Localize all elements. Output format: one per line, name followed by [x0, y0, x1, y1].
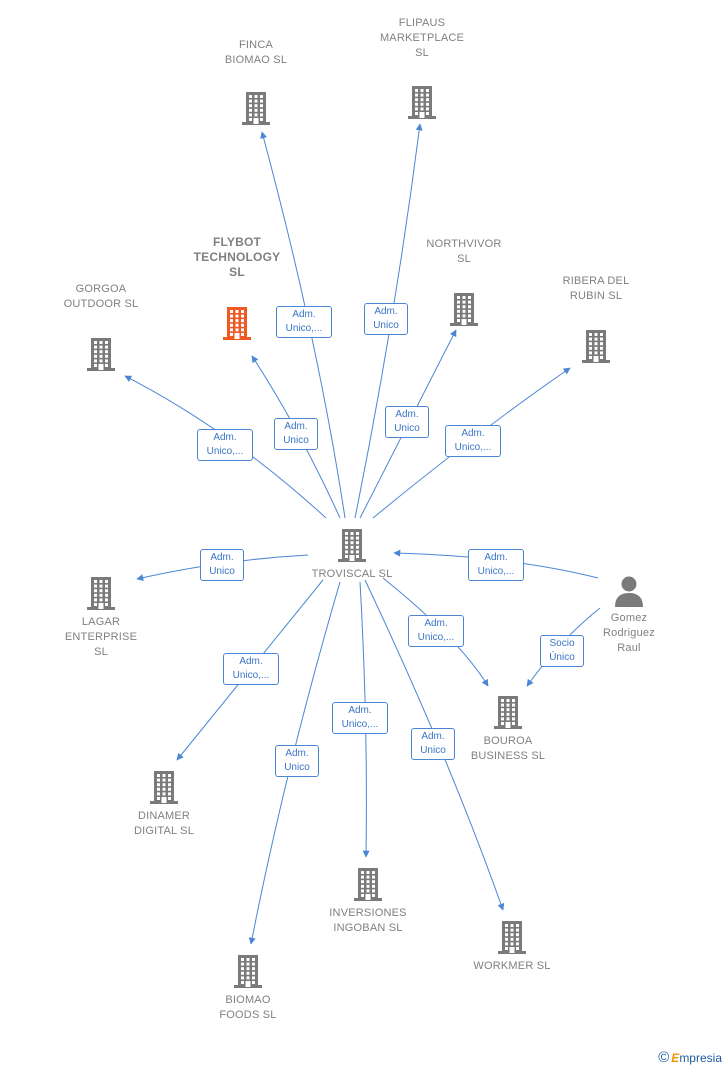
edge-label-troviscal-biomao[interactable]: Adm. Unico: [275, 745, 319, 777]
node-label: RIBERA DEL RUBIN SL: [562, 275, 630, 302]
edge-label-troviscal-northvivor[interactable]: Adm. Unico: [385, 406, 429, 438]
brand-name: mpresia: [679, 1051, 722, 1065]
company-node-northvivor[interactable]: NORTHVIVOR SL: [426, 238, 501, 327]
edge-label-troviscal-lagar[interactable]: Adm. Unico: [200, 549, 244, 581]
company-node-bouroa[interactable]: BOUROA BUSINESS SL: [471, 694, 545, 762]
building-icon: [450, 293, 478, 326]
edge-label-troviscal-inversiones[interactable]: Adm. Unico,...: [332, 702, 388, 734]
edge-label-gomez-bouroa[interactable]: Socio Único: [540, 635, 584, 667]
node-label: INVERSIONES INGOBAN SL: [329, 907, 407, 934]
building-icon: [223, 307, 251, 340]
building-icon: [498, 921, 526, 954]
company-node-ribera[interactable]: RIBERA DEL RUBIN SL: [563, 275, 629, 364]
building-icon: [338, 529, 366, 562]
building-icon: [234, 955, 262, 988]
node-label: BIOMAO FOODS SL: [219, 994, 277, 1021]
edge-label-troviscal-gorgoa[interactable]: Adm. Unico,...: [197, 429, 253, 461]
company-node-troviscal[interactable]: TROVISCAL SL: [312, 527, 392, 580]
edge-label-troviscal-bouroa[interactable]: Adm. Unico,...: [408, 615, 464, 647]
node-label: Gomez Rodriguez Raul: [603, 612, 655, 654]
company-node-biomao[interactable]: BIOMAO FOODS SL: [219, 953, 276, 1021]
company-node-inversiones[interactable]: INVERSIONES INGOBAN SL: [329, 866, 406, 934]
company-node-gorgoa[interactable]: GORGOA OUTDOOR SL: [64, 283, 138, 372]
company-node-flipaus[interactable]: FLIPAUS MARKETPLACE SL: [380, 17, 464, 120]
edge-label-troviscal-flipaus[interactable]: Adm. Unico: [364, 303, 408, 335]
node-label: NORTHVIVOR SL: [426, 238, 502, 265]
node-label: FLYBOT TECHNOLOGY SL: [193, 235, 281, 279]
building-icon: [87, 577, 115, 610]
node-label: DINAMER DIGITAL SL: [133, 810, 195, 837]
edge-label-troviscal-flybot[interactable]: Adm. Unico: [274, 418, 318, 450]
company-node-lagar[interactable]: LAGAR ENTERPRISE SL: [65, 575, 137, 658]
node-label: WORKMER SL: [473, 960, 551, 972]
building-icon: [494, 696, 522, 729]
edge-label-gomez-troviscal[interactable]: Adm. Unico,...: [468, 549, 524, 581]
company-node-workmer[interactable]: WORKMER SL: [473, 919, 550, 972]
edge-label-troviscal-dinamer[interactable]: Adm. Unico,...: [223, 653, 279, 685]
node-label: BOUROA BUSINESS SL: [470, 735, 546, 762]
building-icon: [87, 338, 115, 371]
building-icon: [150, 771, 178, 804]
edge-label-troviscal-finca[interactable]: Adm. Unico,...: [276, 306, 332, 338]
building-icon: [354, 868, 382, 901]
node-label: TROVISCAL SL: [311, 568, 393, 580]
building-icon: [582, 330, 610, 363]
building-icon: [242, 92, 270, 125]
person-node-gomez[interactable]: Gomez Rodriguez Raul: [603, 575, 655, 654]
edge-label-troviscal-ribera[interactable]: Adm. Unico,...: [445, 425, 501, 457]
node-label: FLIPAUS MARKETPLACE SL: [379, 17, 465, 59]
brand-initial: E: [671, 1051, 680, 1065]
building-icon: [408, 86, 436, 119]
brand-watermark: ©Empresia: [658, 1049, 722, 1066]
node-label: GORGOA OUTDOOR SL: [63, 283, 139, 310]
copyright-icon: ©: [658, 1049, 670, 1066]
company-node-dinamer[interactable]: DINAMER DIGITAL SL: [134, 769, 194, 837]
node-label: FINCA BIOMAO SL: [224, 39, 288, 66]
node-label: LAGAR ENTERPRISE SL: [64, 616, 138, 658]
company-node-finca[interactable]: FINCA BIOMAO SL: [225, 39, 287, 126]
edge-label-troviscal-workmer[interactable]: Adm. Unico: [411, 728, 455, 760]
person-icon: [615, 576, 643, 607]
company-node-flybot[interactable]: FLYBOT TECHNOLOGY SL: [194, 235, 280, 341]
